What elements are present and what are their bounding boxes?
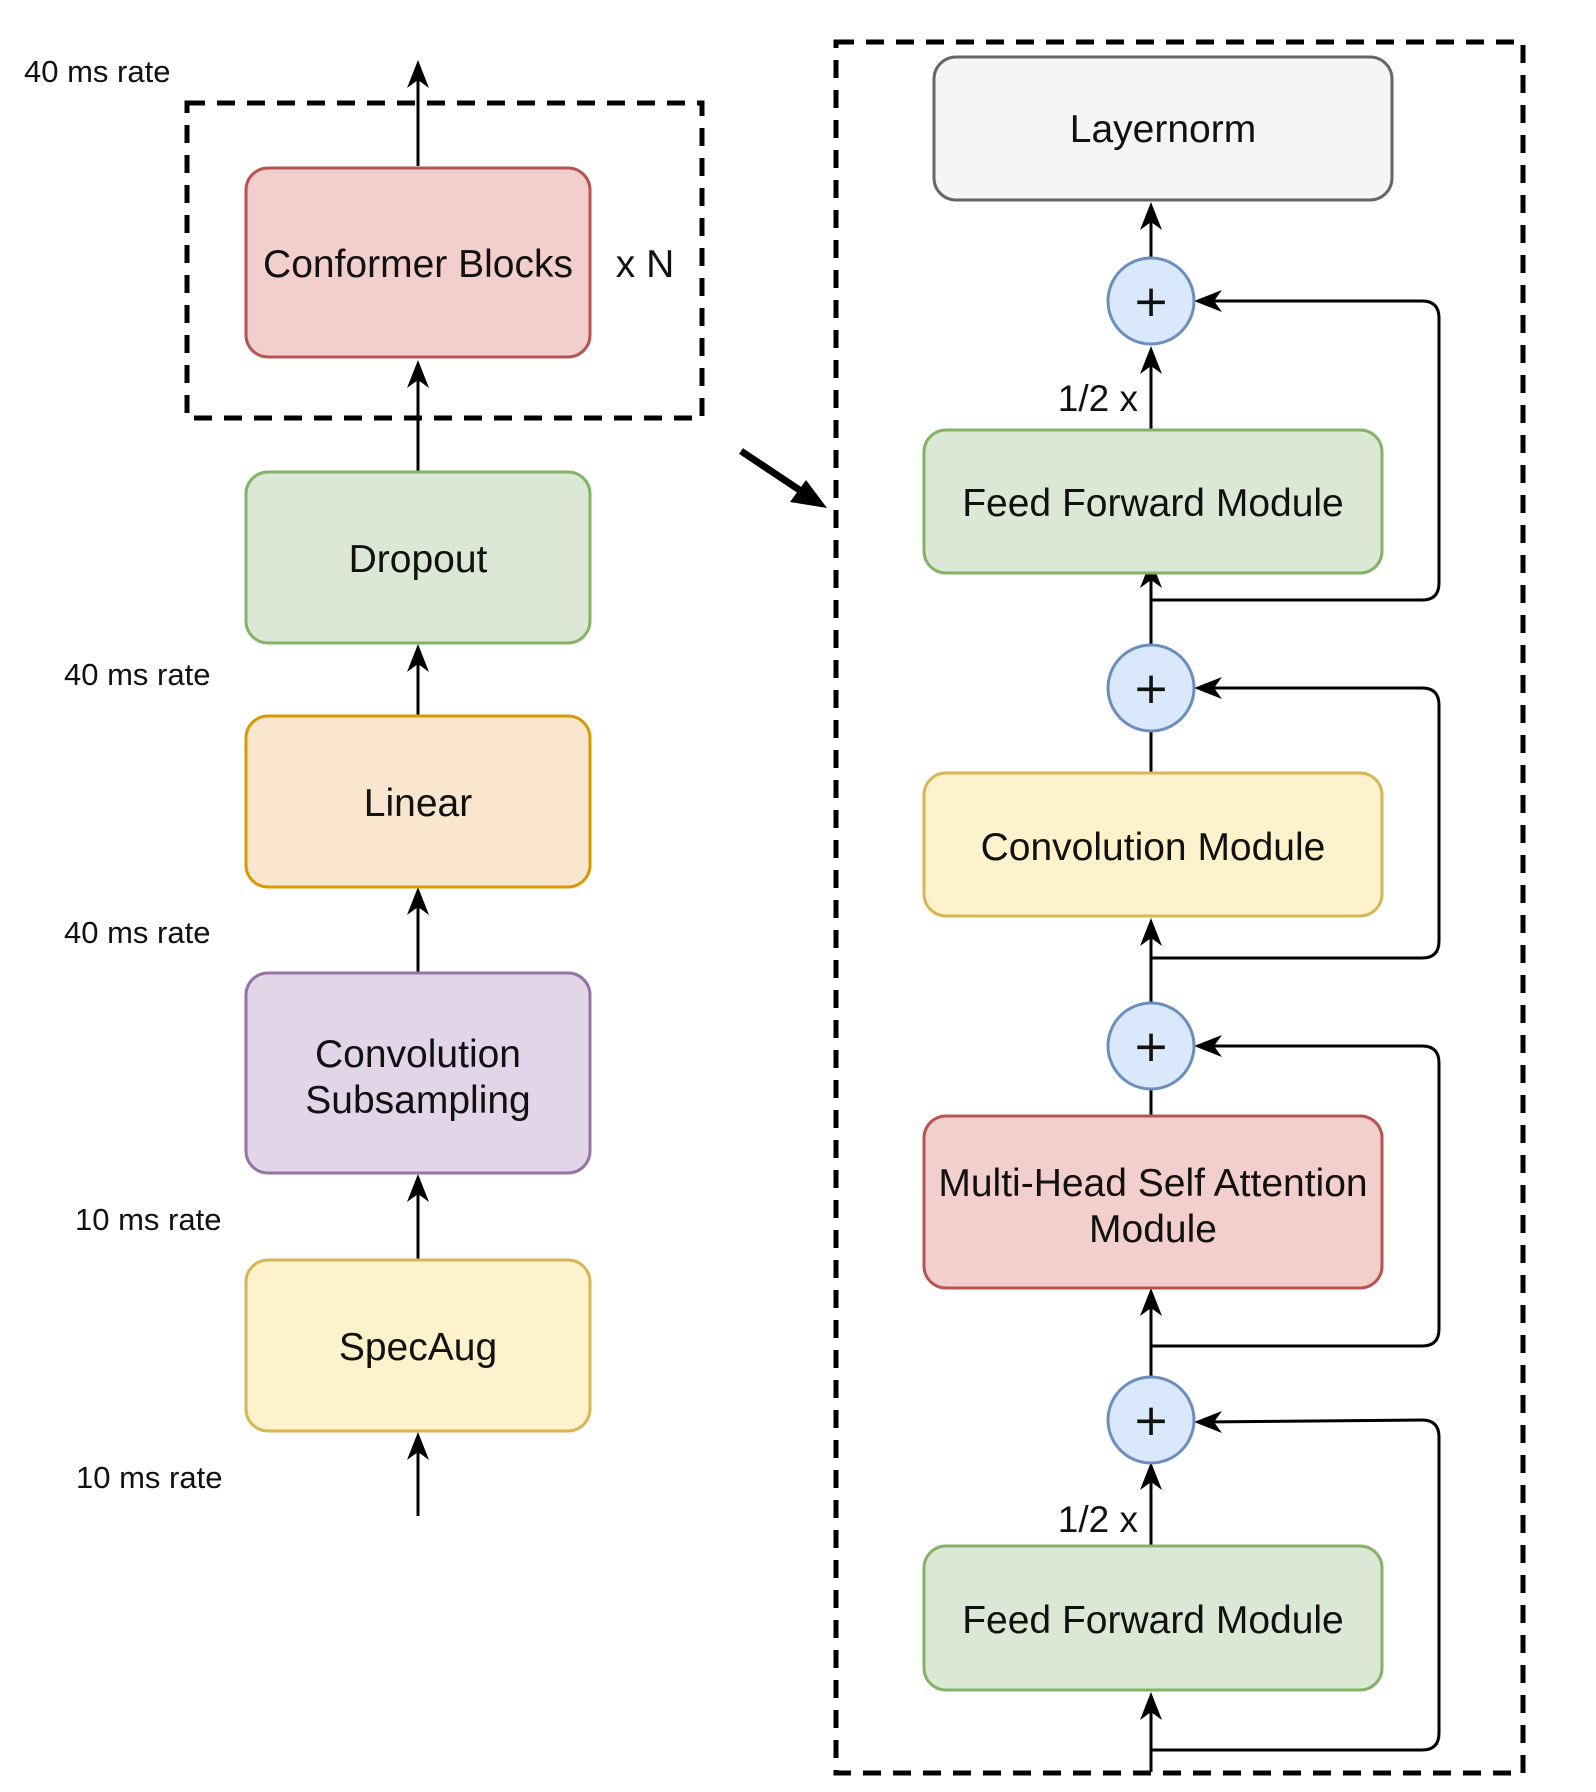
plus-icon: + [1133,1395,1170,1446]
feed-forward-module-top-label: Feed Forward Module [962,482,1344,525]
half-scale-label-top: 1/2 x [1058,378,1139,419]
expand-arrow [739,448,827,508]
rate-label-after-conv-sub: 40 ms rate [64,915,210,950]
residual-connections [1151,290,1441,1752]
plus-icon: + [1133,1021,1170,1072]
add-circle [1106,643,1196,733]
layernorm-box [932,55,1394,202]
conformer-blocks-label: Conformer Blocks [263,243,573,286]
linear-box [244,714,592,889]
rate-label-after-linear: 40 ms rate [64,657,210,692]
feed-forward-module-bottom-label: Feed Forward Module [962,1599,1344,1642]
multi-head-self-attention-label-line1: Multi-Head Self Attention [938,1162,1367,1205]
repeat-n-label: x N [616,243,675,286]
add-circle [1106,1001,1196,1091]
conformer-block-detail-group [833,39,1526,1776]
dropout-box [244,470,592,645]
plus-icon: + [1133,276,1170,327]
convolution-module-box [922,771,1384,918]
conformer-repeat-group [184,100,705,421]
convolution-subsampling-box [244,971,592,1175]
specaug-label: SpecAug [339,1326,497,1369]
layernorm-label: Layernorm [1070,108,1256,151]
residual-add-3: + [1106,1001,1196,1091]
dropout-label: Dropout [349,538,488,581]
residual-add-4: + [1106,1375,1196,1465]
rate-label-input: 10 ms rate [76,1460,222,1495]
multi-head-self-attention-label-line2: Module [1089,1208,1217,1251]
residual-add-1: + [1106,256,1196,346]
rate-label-after-specaug: 10 ms rate [75,1202,221,1237]
rate-label-top: 40 ms rate [24,54,170,89]
multi-head-self-attention-box [922,1114,1384,1290]
convolution-subsampling-label-line1: Convolution [315,1033,521,1076]
right-main-flow [1140,202,1162,1772]
add-circle [1106,1375,1196,1465]
left-arrows [407,60,429,1516]
half-scale-label-bottom: 1/2 x [1058,1499,1139,1540]
residual-add-2: + [1106,643,1196,733]
specaug-box [244,1258,592,1433]
convolution-subsampling-label-line2: Subsampling [305,1079,530,1122]
add-circle [1106,256,1196,346]
plus-icon: + [1133,663,1170,714]
convolution-module-label: Convolution Module [981,826,1326,869]
conformer-blocks-box [244,166,592,359]
feed-forward-module-top-box [922,428,1384,575]
linear-label: Linear [364,782,472,825]
feed-forward-module-bottom-box [922,1544,1384,1692]
